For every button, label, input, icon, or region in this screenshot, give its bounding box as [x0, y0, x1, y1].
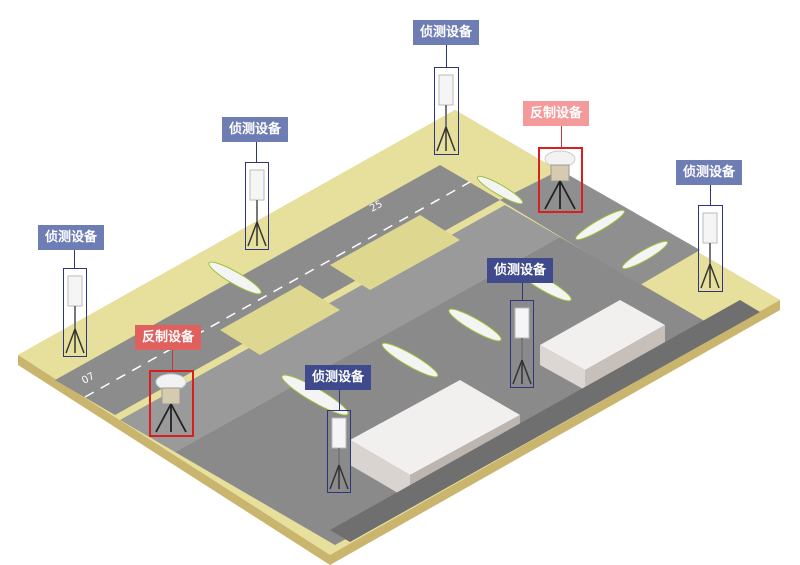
- hangar-roof: [540, 300, 665, 370]
- label-connector: [74, 250, 75, 268]
- tripod-leg-icon: [247, 221, 258, 247]
- tripod-leg-icon: [709, 263, 720, 289]
- tripod-leg-icon: [338, 464, 349, 490]
- grass-patch: [220, 285, 340, 355]
- tripod-leg-icon: [329, 464, 340, 490]
- countermeasure-label: 反制设备: [523, 101, 590, 126]
- runway-marking-25: 25: [368, 199, 384, 215]
- runway-marking-07: 07: [80, 371, 96, 387]
- tripod-leg-icon: [155, 403, 172, 433]
- label-connector: [339, 390, 340, 410]
- tripod-leg-icon: [512, 359, 523, 385]
- road: [330, 300, 760, 542]
- detection-device-box[interactable]: [63, 268, 87, 357]
- tripod-leg-icon: [445, 126, 456, 152]
- device-glyphs: [65, 74, 720, 490]
- tripod-leg-icon: [74, 328, 85, 354]
- detection-device-box[interactable]: [510, 300, 534, 388]
- detection-label: 侦测设备: [676, 160, 743, 185]
- countermeasure-device-box[interactable]: [149, 370, 194, 437]
- tripod-leg-icon: [521, 359, 532, 385]
- detection-label: 侦测设备: [413, 20, 480, 45]
- label-connector: [522, 283, 523, 300]
- detection-device-box[interactable]: [245, 162, 269, 250]
- label-connector: [446, 45, 447, 67]
- tripod-leg-icon: [170, 403, 187, 433]
- tripod-leg-icon: [436, 126, 447, 152]
- detection-device-box[interactable]: [698, 205, 723, 292]
- detection-label: 侦测设备: [305, 365, 372, 390]
- label-connector: [561, 126, 562, 147]
- detection-device-box[interactable]: [434, 67, 459, 155]
- terminal-front: [350, 440, 410, 500]
- detection-label: 侦测设备: [222, 117, 289, 142]
- tripod-leg-icon: [559, 180, 576, 210]
- detection-label: 侦测设备: [487, 258, 554, 283]
- aircraft: [208, 175, 669, 416]
- label-connector: [256, 142, 257, 162]
- tripod-leg-icon: [256, 221, 267, 247]
- countermeasure-device-box[interactable]: [538, 147, 583, 213]
- grass-patch: [330, 215, 460, 290]
- hangar-front: [540, 345, 585, 390]
- label-connector: [172, 350, 173, 370]
- label-connector: [710, 185, 711, 205]
- countermeasure-label: 反制设备: [135, 325, 202, 350]
- hangar-side: [585, 325, 665, 390]
- taxiway: [120, 205, 560, 452]
- tripod-leg-icon: [65, 328, 76, 354]
- terminal-roof: [350, 380, 520, 475]
- tripod-leg-icon: [544, 180, 561, 210]
- runway-centerline: [84, 181, 471, 398]
- detection-label: 侦测设备: [38, 225, 105, 250]
- detection-device-box[interactable]: [327, 410, 351, 493]
- tripod-leg-icon: [700, 263, 711, 289]
